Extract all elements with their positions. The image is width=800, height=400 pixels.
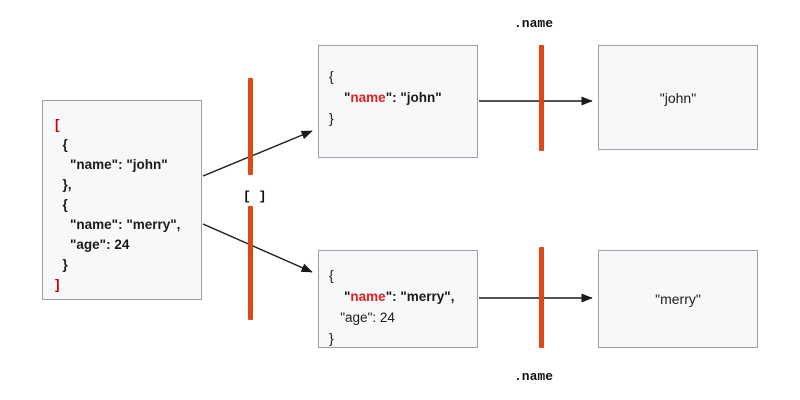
object-john-quote-open: " xyxy=(344,90,351,105)
pipe-bar-name-bottom xyxy=(539,247,544,348)
object-john-open-brace: { xyxy=(329,68,334,84)
source-line-1: { xyxy=(55,137,68,152)
source-line-3: }, xyxy=(55,177,72,192)
object-john-quote-close: " xyxy=(385,90,393,105)
object-box-merry: { "name": "merry", "age": 24 } xyxy=(318,250,478,348)
pipe-bar-name-top xyxy=(539,45,544,151)
source-json-box: [ { "name": "john" }, { "name": "merry",… xyxy=(42,100,202,300)
object-john-value: "john" xyxy=(400,90,442,105)
array-open-bracket: [ xyxy=(55,117,60,132)
result-box-john: "john" xyxy=(598,45,758,150)
object-merry-key: name xyxy=(350,289,386,304)
object-merry-close-brace: } xyxy=(329,330,334,346)
source-line-6: "age": 24 xyxy=(55,237,130,252)
object-merry-quote-close: " xyxy=(385,289,393,304)
object-merry-indent xyxy=(329,289,344,304)
object-john-separator: : xyxy=(392,90,401,105)
arrow-source-to-object-john xyxy=(202,130,313,177)
filter-label-array-iterator: [ ] xyxy=(243,189,267,204)
source-line-7: } xyxy=(55,257,68,272)
pipe-bar-array-bottom xyxy=(248,206,253,320)
object-john-code: { "name": "john" } xyxy=(329,66,442,129)
object-john-indent xyxy=(329,90,344,105)
object-john-close-brace: } xyxy=(329,110,334,126)
object-merry-separator: : xyxy=(392,289,401,304)
object-merry-value: "merry", xyxy=(400,289,455,304)
source-line-4: { xyxy=(55,197,68,212)
source-line-2: "name": "john" xyxy=(55,157,168,172)
object-john-key: name xyxy=(350,90,386,105)
filter-label-name-top: .name xyxy=(514,16,554,31)
pipe-bar-array-top xyxy=(248,78,253,175)
array-close-bracket: ] xyxy=(55,277,60,292)
filter-label-name-bottom: .name xyxy=(514,369,554,384)
result-john-value: "john" xyxy=(659,90,697,106)
object-merry-code: { "name": "merry", "age": 24 } xyxy=(329,265,454,349)
object-box-john: { "name": "john" } xyxy=(318,45,478,158)
source-line-5: "name": "merry", xyxy=(55,217,181,232)
result-merry-value: "merry" xyxy=(655,291,701,307)
result-box-merry: "merry" xyxy=(598,250,758,348)
object-merry-age-line: "age": 24 xyxy=(329,310,395,325)
source-json-code: [ { "name": "john" }, { "name": "merry",… xyxy=(55,115,180,295)
object-merry-open-brace: { xyxy=(329,267,334,283)
arrow-source-to-object-merry xyxy=(202,223,313,273)
object-merry-quote-open: " xyxy=(344,289,351,304)
